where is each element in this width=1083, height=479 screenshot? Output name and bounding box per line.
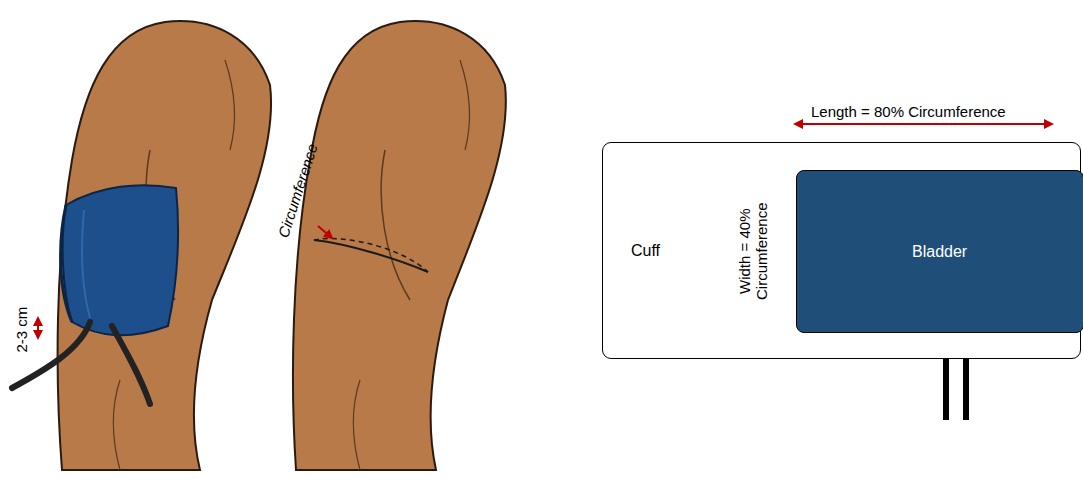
bare-arm [293, 21, 506, 470]
node-text: Cuff [631, 242, 660, 260]
dimension-label: 2-3 cm [13, 307, 30, 353]
arm-with-cuff [12, 21, 271, 470]
cuff-box: Cuff Bladder [602, 142, 1081, 359]
node-text: Bladder [912, 243, 967, 261]
bladder-box: Bladder [796, 170, 1083, 333]
dimension-label: Width = 40% Circumference [736, 192, 771, 310]
dimension-label: Length = 80% Circumference [811, 103, 1006, 120]
length-arrow [795, 123, 1052, 125]
